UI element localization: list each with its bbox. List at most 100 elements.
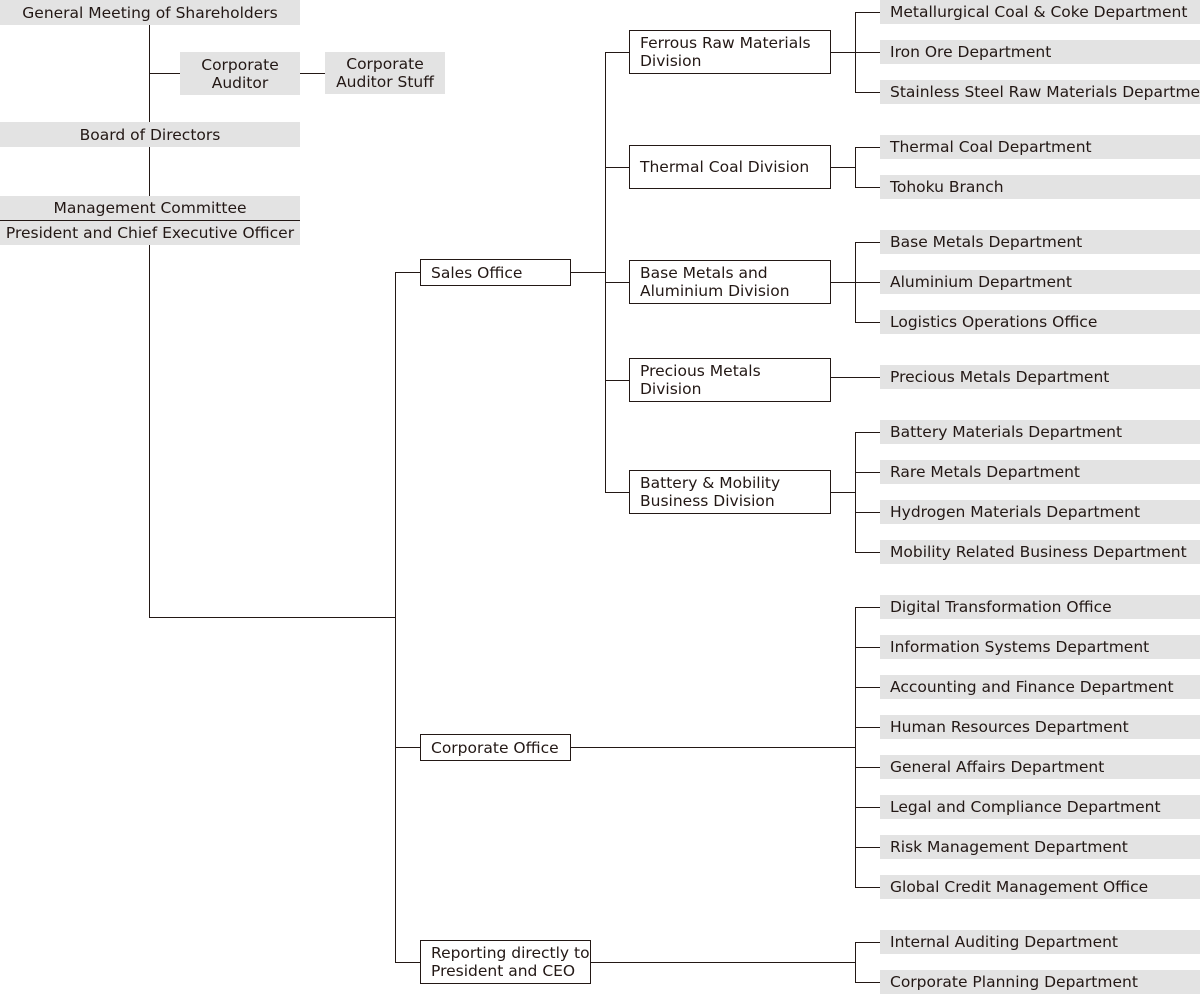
division-label-line1: Battery & Mobility bbox=[640, 474, 781, 492]
division-connector bbox=[605, 492, 630, 493]
corporate-auditor-staff-label-line2: Auditor Stuff bbox=[336, 73, 434, 91]
dept-bracket-spine bbox=[855, 147, 856, 188]
dept-connector bbox=[855, 847, 880, 848]
board-of-directors-box: Board of Directors bbox=[0, 122, 300, 147]
department-box: Accounting and Finance Department bbox=[880, 675, 1200, 699]
corporate-office-label: Corporate Office bbox=[431, 738, 559, 757]
governance-spine bbox=[149, 24, 150, 618]
reporting-office-label-line1: Reporting directly to bbox=[431, 944, 590, 962]
department-box: Aluminium Department bbox=[880, 270, 1200, 294]
dept-connector bbox=[855, 687, 880, 688]
dept-connector bbox=[855, 552, 880, 553]
department-box: Thermal Coal Department bbox=[880, 135, 1200, 159]
department-box: General Affairs Department bbox=[880, 755, 1200, 779]
sales-to-divisions-connector bbox=[570, 272, 605, 273]
department-box: Global Credit Management Office bbox=[880, 875, 1200, 899]
shareholders-meeting-box: General Meeting of Shareholders bbox=[0, 0, 300, 25]
dept-connector bbox=[855, 472, 880, 473]
dept-connector bbox=[855, 242, 880, 243]
dept-connector bbox=[855, 322, 880, 323]
department-box: Human Resources Department bbox=[880, 715, 1200, 739]
sales-office-label: Sales Office bbox=[431, 263, 523, 282]
department-box: Risk Management Department bbox=[880, 835, 1200, 859]
corporate-office-box: Corporate Office bbox=[420, 734, 571, 761]
dept-connector bbox=[855, 807, 880, 808]
dept-connector bbox=[855, 147, 880, 148]
division-label-line2: Business Division bbox=[640, 492, 775, 510]
corporate-auditor-box: Corporate Auditor bbox=[180, 52, 300, 95]
corporate-auditor-label-line1: Corporate bbox=[201, 55, 279, 74]
dept-connector bbox=[855, 887, 880, 888]
dept-connector bbox=[855, 607, 880, 608]
corporate-auditor-staff-box: Corporate Auditor Stuff bbox=[325, 52, 445, 94]
committee-divider bbox=[0, 220, 300, 221]
president-to-offices-connector bbox=[149, 617, 395, 618]
dept-bracket-connector bbox=[830, 492, 855, 493]
department-box: Stainless Steel Raw Materials Department bbox=[880, 80, 1200, 104]
dept-bracket-spine bbox=[855, 607, 856, 888]
dept-connector bbox=[855, 982, 880, 983]
dept-bracket-connector bbox=[830, 282, 855, 283]
department-box: Corporate Planning Department bbox=[880, 970, 1200, 994]
department-box: Metallurgical Coal & Coke Department bbox=[880, 0, 1200, 24]
division-connector bbox=[605, 380, 630, 381]
division-connector bbox=[605, 52, 630, 53]
shareholders-meeting-label: General Meeting of Shareholders bbox=[22, 3, 278, 22]
dept-bracket-connector bbox=[570, 747, 855, 748]
division-connector bbox=[605, 167, 630, 168]
dept-bracket-spine bbox=[855, 942, 856, 983]
dept-connector bbox=[855, 727, 880, 728]
dept-connector bbox=[855, 942, 880, 943]
department-box: Hydrogen Materials Department bbox=[880, 500, 1200, 524]
department-box: Iron Ore Department bbox=[880, 40, 1200, 64]
management-committee-label: Management Committee bbox=[53, 199, 247, 217]
management-committee-box: Management Committee bbox=[0, 196, 300, 220]
president-ceo-label: President and Chief Executive Officer bbox=[5, 224, 295, 242]
division-box-ferrous-raw-materials: Ferrous Raw Materials Division bbox=[629, 30, 831, 74]
dept-connector bbox=[830, 377, 880, 378]
dept-connector bbox=[855, 12, 880, 13]
division-label-line2: Aluminium Division bbox=[640, 282, 790, 300]
dept-connector bbox=[855, 432, 880, 433]
division-label-line2: Division bbox=[640, 380, 702, 398]
department-box: Internal Auditing Department bbox=[880, 930, 1200, 954]
sales-office-connector bbox=[395, 272, 420, 273]
department-box: Mobility Related Business Department bbox=[880, 540, 1200, 564]
dept-connector bbox=[855, 52, 880, 53]
division-label-line1: Ferrous Raw Materials bbox=[640, 34, 811, 52]
corporate-auditor-label-line2: Auditor bbox=[211, 73, 269, 92]
division-box-precious-metals: Precious Metals Division bbox=[629, 358, 831, 402]
division-connector bbox=[605, 282, 630, 283]
sales-office-box: Sales Office bbox=[420, 259, 571, 286]
reporting-office-label-line2: President and CEO bbox=[431, 962, 576, 980]
dept-connector bbox=[855, 767, 880, 768]
dept-connector bbox=[855, 282, 880, 283]
offices-spine bbox=[395, 272, 396, 963]
dept-bracket-connector bbox=[830, 167, 855, 168]
dept-connector bbox=[855, 187, 880, 188]
board-of-directors-label: Board of Directors bbox=[79, 125, 221, 144]
department-box: Base Metals Department bbox=[880, 230, 1200, 254]
division-box-base-metals-aluminium: Base Metals and Aluminium Division bbox=[629, 260, 831, 304]
division-box-battery-mobility: Battery & Mobility Business Division bbox=[629, 470, 831, 514]
dept-connector bbox=[855, 92, 880, 93]
corporate-auditor-staff-label-line1: Corporate bbox=[346, 55, 424, 73]
department-box: Digital Transformation Office bbox=[880, 595, 1200, 619]
division-label-line2: Division bbox=[640, 52, 702, 70]
department-box: Logistics Operations Office bbox=[880, 310, 1200, 334]
reporting-office-box: Reporting directly to President and CEO bbox=[420, 940, 591, 984]
auditor-staff-connector bbox=[300, 73, 325, 74]
department-box: Tohoku Branch bbox=[880, 175, 1200, 199]
department-box: Precious Metals Department bbox=[880, 365, 1200, 389]
dept-connector bbox=[855, 647, 880, 648]
president-ceo-box: President and Chief Executive Officer bbox=[0, 221, 300, 245]
dept-connector bbox=[855, 512, 880, 513]
division-label-line1: Precious Metals bbox=[640, 362, 761, 380]
department-box: Battery Materials Department bbox=[880, 420, 1200, 444]
department-box: Legal and Compliance Department bbox=[880, 795, 1200, 819]
department-box: Rare Metals Department bbox=[880, 460, 1200, 484]
division-label-line1: Thermal Coal Division bbox=[640, 158, 810, 176]
division-label-line1: Base Metals and bbox=[640, 264, 768, 282]
reporting-office-connector bbox=[395, 962, 420, 963]
